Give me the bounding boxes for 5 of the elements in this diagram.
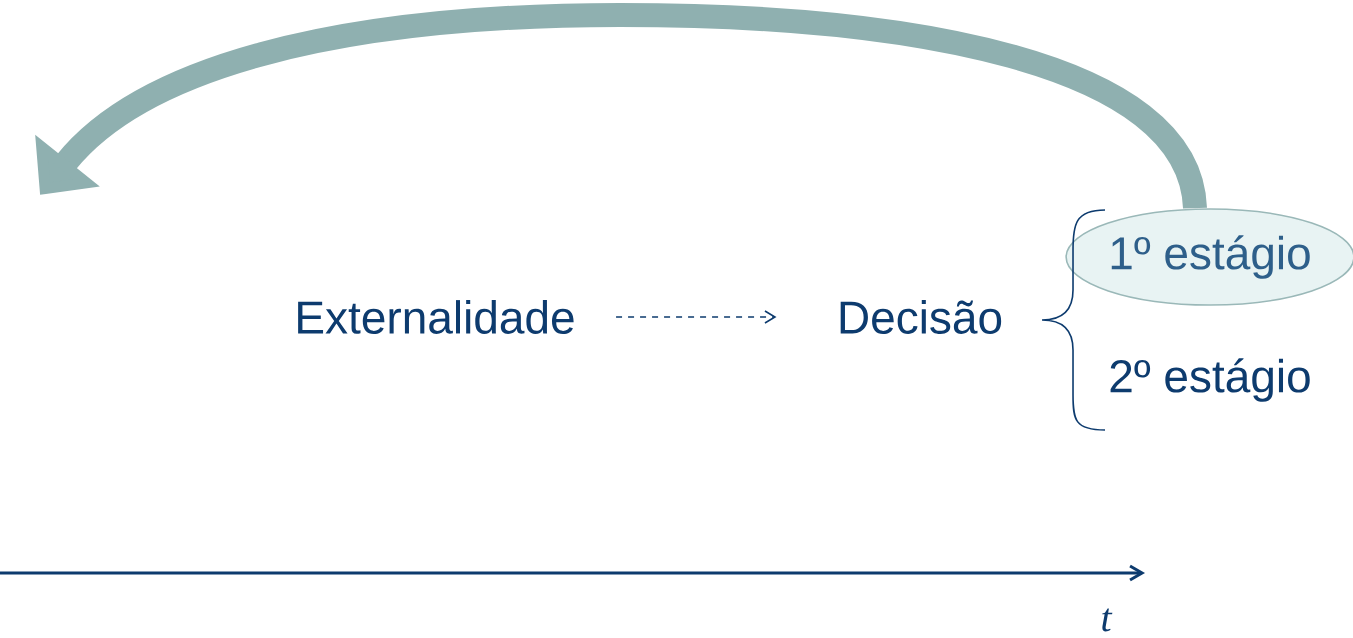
node-text: 2º estágio [1110,358,1310,402]
node-text: Decisão [840,300,1002,334]
arrow [615,310,777,324]
node-text: Externalidade [298,300,574,334]
axis-label: t [1102,608,1113,632]
